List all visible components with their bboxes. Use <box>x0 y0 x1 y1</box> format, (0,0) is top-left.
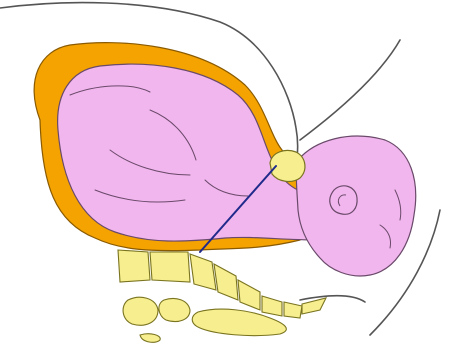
sacral-vertebra <box>214 264 238 300</box>
ilium-fragment <box>159 298 190 321</box>
coccygeal-segment <box>284 302 302 318</box>
perineum-contour <box>300 296 365 302</box>
sacral-vertebra <box>118 250 150 282</box>
sacral-vertebra <box>238 280 260 310</box>
coccyx <box>262 296 326 318</box>
back-contour <box>300 40 400 140</box>
ilium-fragment <box>123 297 158 325</box>
bone-cross-section <box>140 334 160 342</box>
coccygeal-segment <box>262 296 282 316</box>
sacral-vertebra <box>150 252 190 282</box>
sacral-vertebra <box>190 254 216 290</box>
coccygeal-segment <box>302 298 326 314</box>
